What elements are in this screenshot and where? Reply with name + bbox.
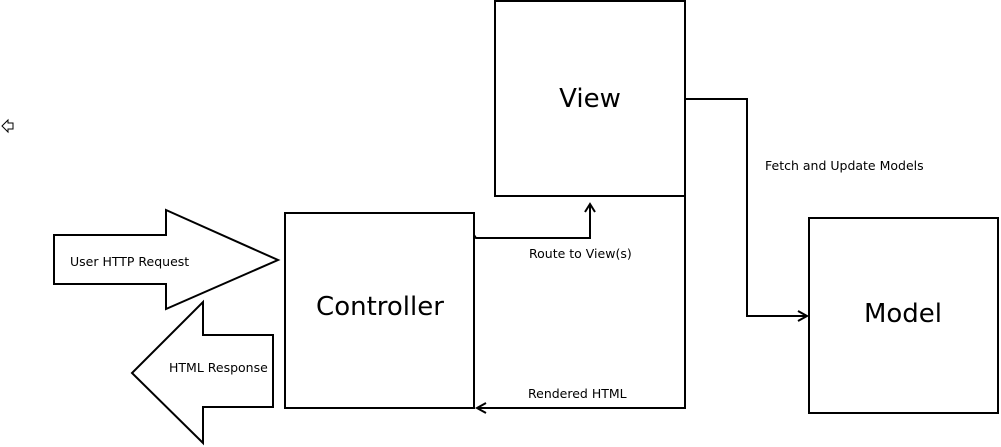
fetch-update-label: Fetch and Update Models bbox=[765, 158, 924, 173]
user-request-arrow: User HTTP Request bbox=[53, 208, 281, 311]
left-arrow-outline-icon bbox=[1, 118, 14, 134]
html-response-label: HTML Response bbox=[169, 360, 268, 375]
controller-node: Controller bbox=[284, 212, 475, 409]
fetch-arrowhead bbox=[797, 310, 810, 322]
route-arrowhead bbox=[584, 202, 596, 213]
view-label: View bbox=[559, 84, 621, 114]
route-to-view-label: Route to View(s) bbox=[529, 246, 632, 261]
rendered-arrowhead bbox=[474, 402, 487, 414]
view-node: View bbox=[494, 0, 686, 197]
fetch-update-edge: Fetch and Update Models bbox=[685, 98, 924, 322]
rendered-html-label: Rendered HTML bbox=[528, 386, 627, 401]
model-node: Model bbox=[808, 217, 999, 414]
model-label: Model bbox=[864, 299, 942, 329]
user-request-label: User HTTP Request bbox=[70, 254, 189, 269]
html-response-arrow: HTML Response bbox=[130, 299, 274, 446]
route-to-view-edge: Route to View(s) bbox=[473, 202, 632, 261]
rendered-html-edge: Rendered HTML bbox=[474, 196, 686, 414]
controller-label: Controller bbox=[316, 292, 444, 322]
